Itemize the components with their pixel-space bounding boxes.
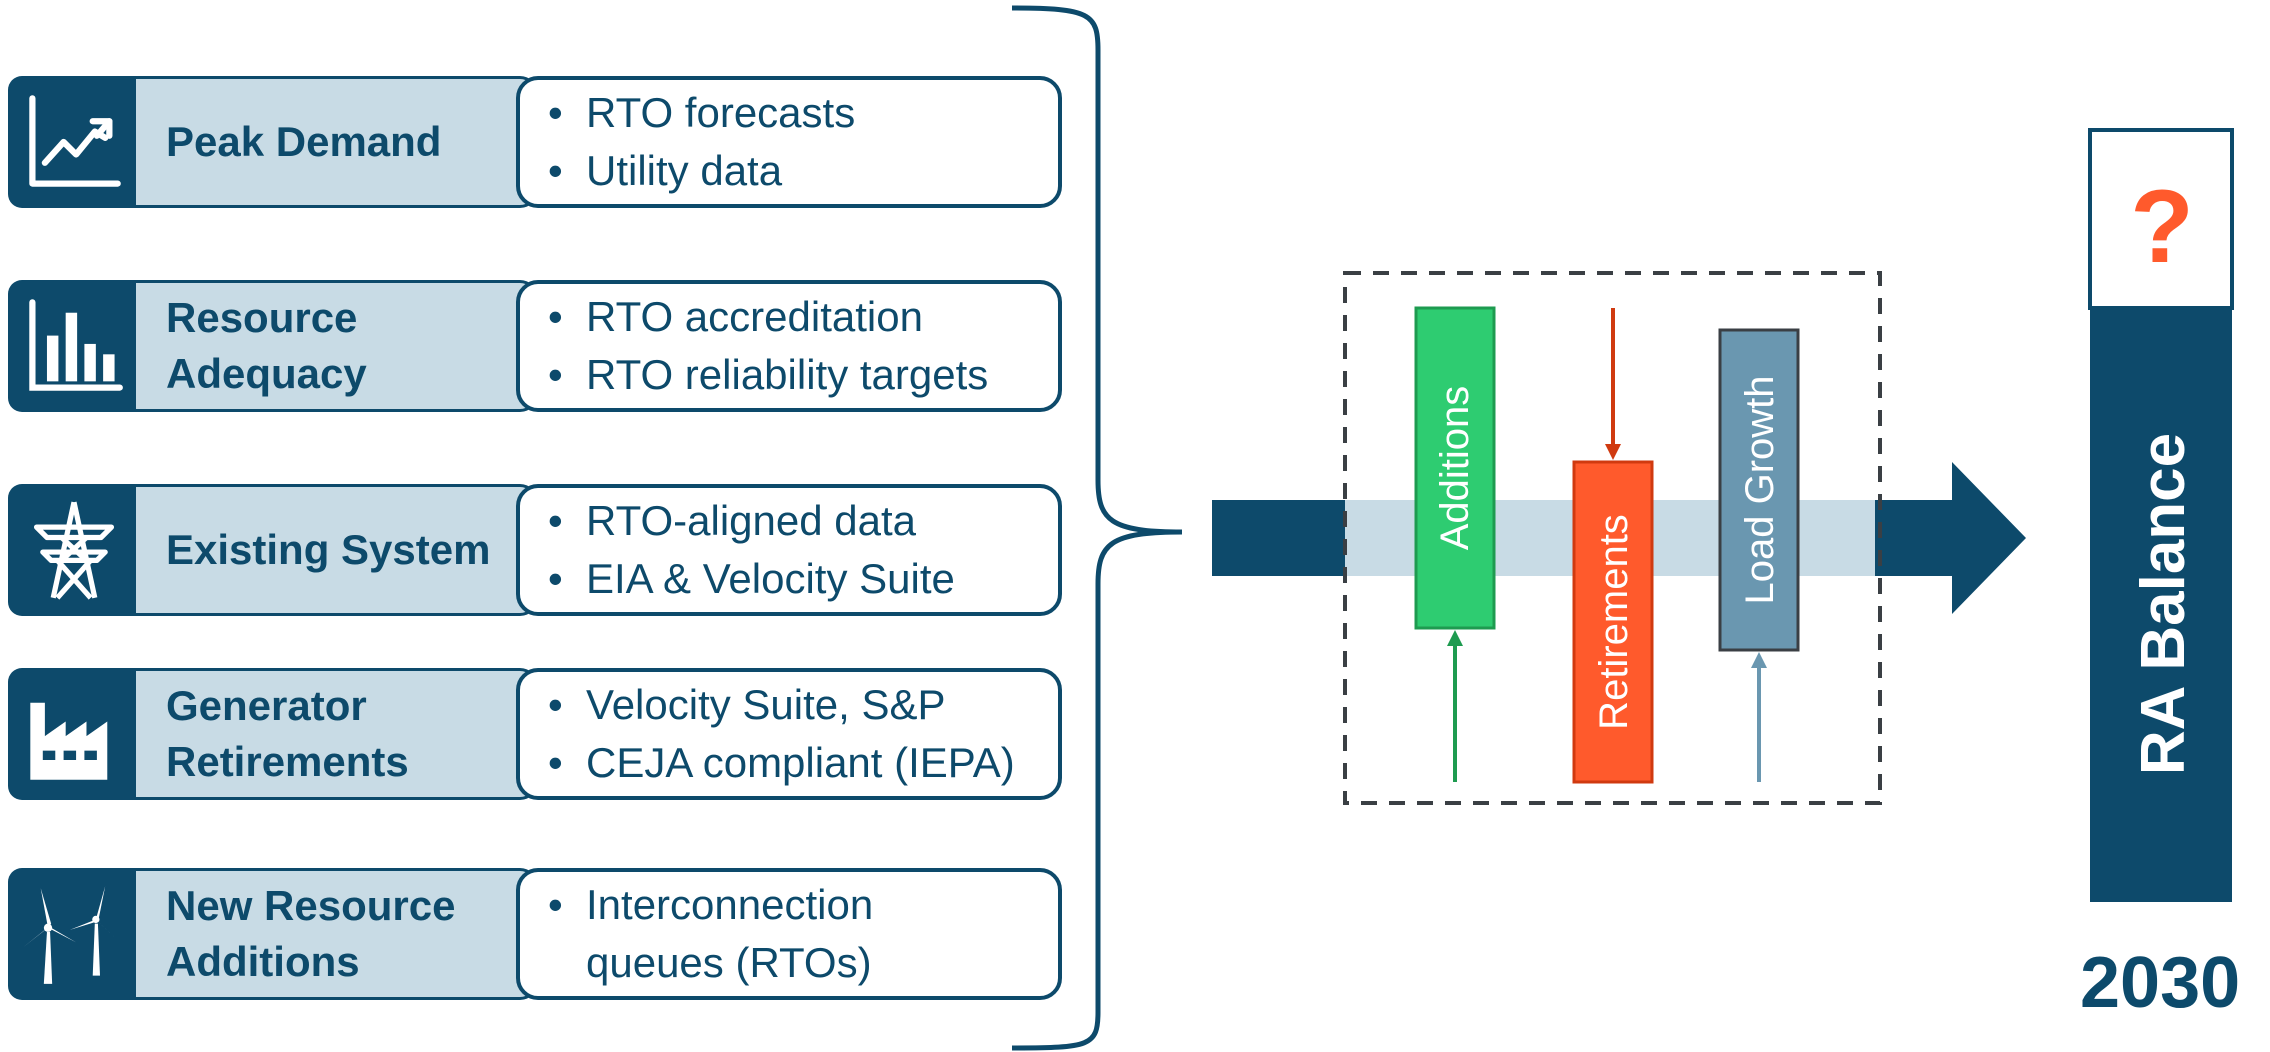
flow-arrow-shaft [1872, 500, 1952, 576]
input-row-existing-system: Existing System RTO-aligned data EIA & V… [8, 484, 1062, 620]
row-sources-box: RTO forecasts Utility data [516, 76, 1062, 208]
retirements-arrowhead [1605, 444, 1621, 460]
source-item: Utility data [546, 142, 855, 200]
row-title: Existing System [166, 526, 491, 573]
row-sources-box: Velocity Suite, S&P CEJA compliant (IEPA… [516, 668, 1062, 800]
row-title-box: Resource Adequacy [136, 280, 538, 412]
load-growth-bar [1718, 328, 1800, 652]
wind-turbine-icon [8, 868, 148, 1000]
row-title-box: Peak Demand [136, 76, 538, 208]
source-item: Interconnection [546, 876, 873, 934]
flow-arrow-head [1952, 462, 2026, 614]
row-title: Generator Retirements [166, 682, 409, 785]
input-row-new-resource-additions: New Resource Additions Interconnection q… [8, 868, 1062, 1004]
row-title-box: New Resource Additions [136, 868, 538, 1000]
trend-chart-icon [8, 76, 148, 208]
source-item: RTO-aligned data [546, 492, 955, 550]
question-mark: ? [2130, 169, 2194, 285]
row-title-box: Existing System [136, 484, 538, 616]
row-title-box: Generator Retirements [136, 668, 538, 800]
row-sources-box: Interconnection queues (RTOs) [516, 868, 1062, 1000]
source-item: Velocity Suite, S&P [546, 676, 1015, 734]
source-item: RTO reliability targets [546, 346, 988, 404]
input-row-resource-adequacy: Resource Adequacy RTO accreditation RTO … [8, 280, 1062, 416]
load-growth-label: Load Growth [1738, 375, 1782, 604]
flow-arrow-light-band [1345, 500, 1875, 576]
ra-balance-unknown-box [2088, 128, 2234, 310]
source-item: CEJA compliant (IEPA) [546, 734, 1015, 792]
source-item: RTO forecasts [546, 84, 855, 142]
row-sources-box: RTO-aligned data EIA & Velocity Suite [516, 484, 1062, 616]
input-row-generator-retirements: Generator Retirements Velocity Suite, S&… [8, 668, 1062, 804]
target-year: 2030 [2080, 943, 2241, 1023]
ra-balance-label: RA Balance [2129, 433, 2198, 775]
source-item-continued: queues (RTOs) [586, 939, 872, 986]
additions-label: Additions [1433, 386, 1477, 551]
flow-arrow-shaft [1212, 500, 1372, 576]
retirements-bar [1572, 460, 1654, 784]
bar-chart-icon [8, 280, 148, 412]
factory-icon [8, 668, 148, 800]
additions-bar [1414, 306, 1496, 630]
source-item: RTO accreditation [546, 288, 988, 346]
row-title: New Resource Additions [166, 882, 456, 985]
source-item: EIA & Velocity Suite [546, 550, 955, 608]
row-title: Peak Demand [166, 118, 442, 165]
input-row-peak-demand: Peak Demand RTO forecasts Utility data [8, 76, 1062, 212]
load-growth-arrowhead [1751, 652, 1767, 668]
waterfall-box [1343, 271, 1882, 805]
transmission-tower-icon [8, 484, 148, 616]
row-title: Resource Adequacy [166, 294, 367, 397]
retirements-label: Retirements [1592, 514, 1636, 730]
row-sources-box: RTO accreditation RTO reliability target… [516, 280, 1062, 412]
ra-balance-bar [2090, 306, 2232, 902]
additions-arrowhead [1447, 630, 1463, 646]
